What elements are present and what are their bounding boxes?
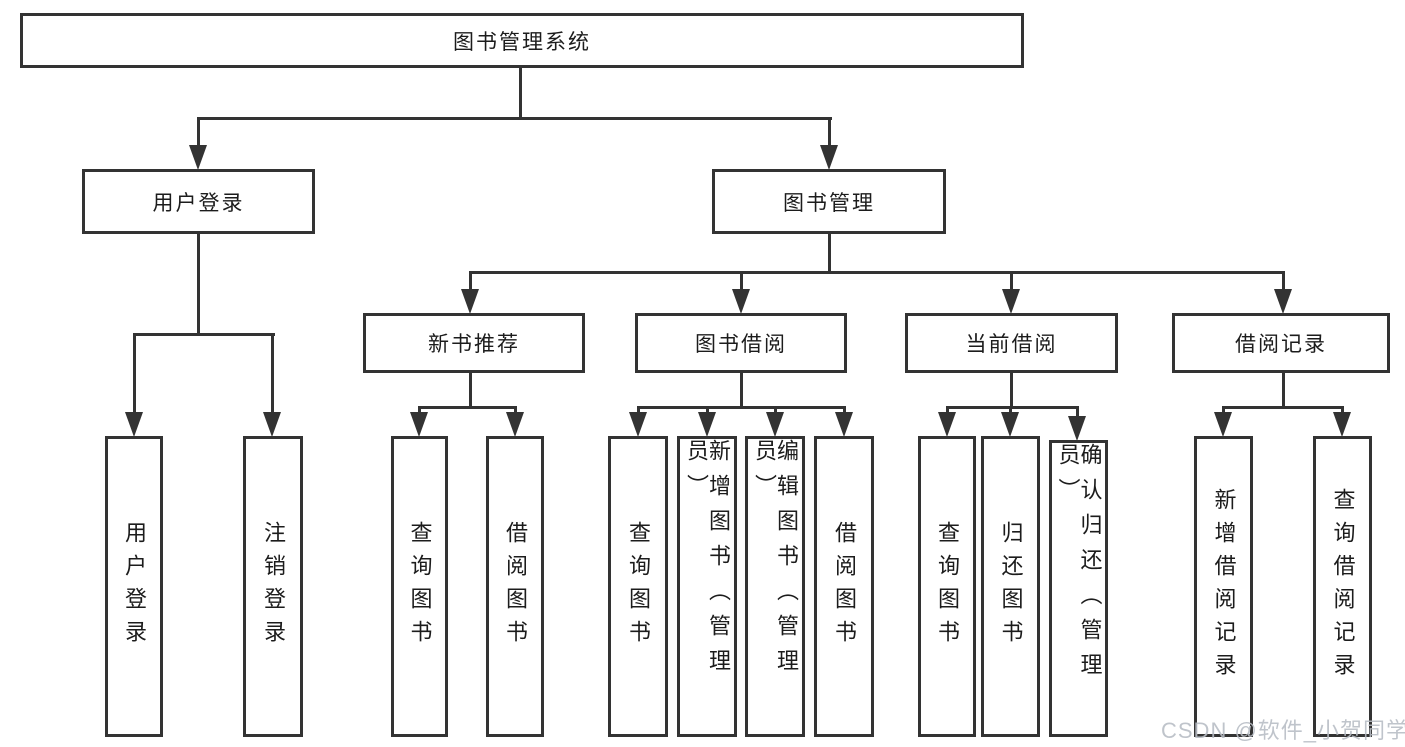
connector-book-borrow-stem (740, 371, 743, 409)
node-book-borrow: 图书借阅 (635, 313, 847, 373)
leaf-borrow-query-books: 查询图书 (608, 436, 668, 737)
arrow-to-book-borrow (732, 289, 750, 314)
arrow-newbook-query (410, 412, 428, 437)
arrow-current-return (1001, 412, 1019, 437)
connector-to-newbook (469, 271, 472, 292)
arrow-borrow-borrow (835, 412, 853, 437)
leaf-borrow-edit-books-admin: 编辑图书（管理员） (745, 436, 805, 737)
connector-newbook-rail (418, 406, 517, 409)
arrow-to-newbook (461, 289, 479, 314)
node-book-management: 图书管理 (712, 169, 946, 234)
csdn-watermark: CSDN @软件_小贺同学 (1161, 718, 1405, 743)
leaf-newbook-borrow-books: 借阅图书 (486, 436, 544, 737)
leaf-current-return-books: 归还图书 (981, 436, 1040, 737)
leaf-current-confirm-return-admin: 确认归还（管理员） (1049, 440, 1108, 737)
arrow-records-add (1214, 412, 1232, 437)
connector-borrow-child1 (637, 406, 640, 416)
connector-current-child3 (1076, 406, 1079, 420)
arrow-to-book-management (820, 145, 838, 170)
arrow-to-current-borrow (1002, 289, 1020, 314)
leaf-records-add-record: 新增借阅记录 (1194, 436, 1253, 737)
connector-to-leaf-logout (271, 333, 274, 415)
connector-borrow-child2 (706, 406, 709, 416)
connector-records-stem (1282, 371, 1285, 409)
arrow-to-borrow-records (1274, 289, 1292, 314)
connector-current-child1 (946, 406, 949, 416)
arrow-borrow-edit (766, 412, 784, 437)
leaf-user-login: 用户登录 (105, 436, 163, 737)
connector-borrow-child3 (774, 406, 777, 416)
leaf-borrow-borrow-books: 借阅图书 (814, 436, 874, 737)
arrow-to-user-login (189, 145, 207, 170)
connector-current-stem (1010, 371, 1013, 409)
connector-level1-rail (197, 117, 832, 120)
connector-records-rail (1222, 406, 1344, 409)
connector-newbook-child1 (418, 406, 421, 416)
arrow-current-query (938, 412, 956, 437)
arrow-newbook-borrow (506, 412, 524, 437)
node-current-borrow: 当前借阅 (905, 313, 1118, 373)
connector-borrow-child4 (843, 406, 846, 416)
node-newbook-recommend: 新书推荐 (363, 313, 585, 373)
node-borrow-records: 借阅记录 (1172, 313, 1390, 373)
connector-to-user-login (197, 117, 200, 147)
connector-newbook-child2 (514, 406, 517, 416)
connector-to-current-borrow (1010, 271, 1013, 292)
node-root-library-system: 图书管理系统 (20, 13, 1024, 68)
connector-current-rail (946, 406, 1079, 409)
connector-book-management-stem (828, 231, 831, 274)
arrow-records-query (1333, 412, 1351, 437)
arrow-borrow-query (629, 412, 647, 437)
connector-records-child2 (1341, 406, 1344, 416)
arrow-borrow-add (698, 412, 716, 437)
leaf-current-query-books: 查询图书 (918, 436, 976, 737)
leaf-borrow-add-books-admin: 新增图书（管理员） (677, 436, 737, 737)
connector-user-login-rail (133, 333, 275, 336)
connector-root-stem (519, 66, 522, 119)
leaf-logout: 注销登录 (243, 436, 303, 737)
connector-to-borrow-records (1282, 271, 1285, 292)
arrow-current-confirm (1068, 416, 1086, 441)
connector-records-child1 (1222, 406, 1225, 416)
connector-to-leaf-user-login (133, 333, 136, 415)
leaf-records-query-record: 查询借阅记录 (1313, 436, 1372, 737)
connector-newbook-stem (469, 371, 472, 409)
node-user-login: 用户登录 (82, 169, 315, 234)
connector-level2-rail (469, 271, 1285, 274)
connector-book-borrow-rail (637, 406, 845, 409)
connector-to-book-management (828, 117, 831, 147)
connector-user-login-stem (197, 232, 200, 335)
leaf-newbook-query-books: 查询图书 (391, 436, 448, 737)
connector-current-child2 (1009, 406, 1012, 416)
arrow-to-leaf-user-login (125, 412, 143, 437)
connector-to-book-borrow (740, 271, 743, 292)
arrow-to-leaf-logout (263, 412, 281, 437)
